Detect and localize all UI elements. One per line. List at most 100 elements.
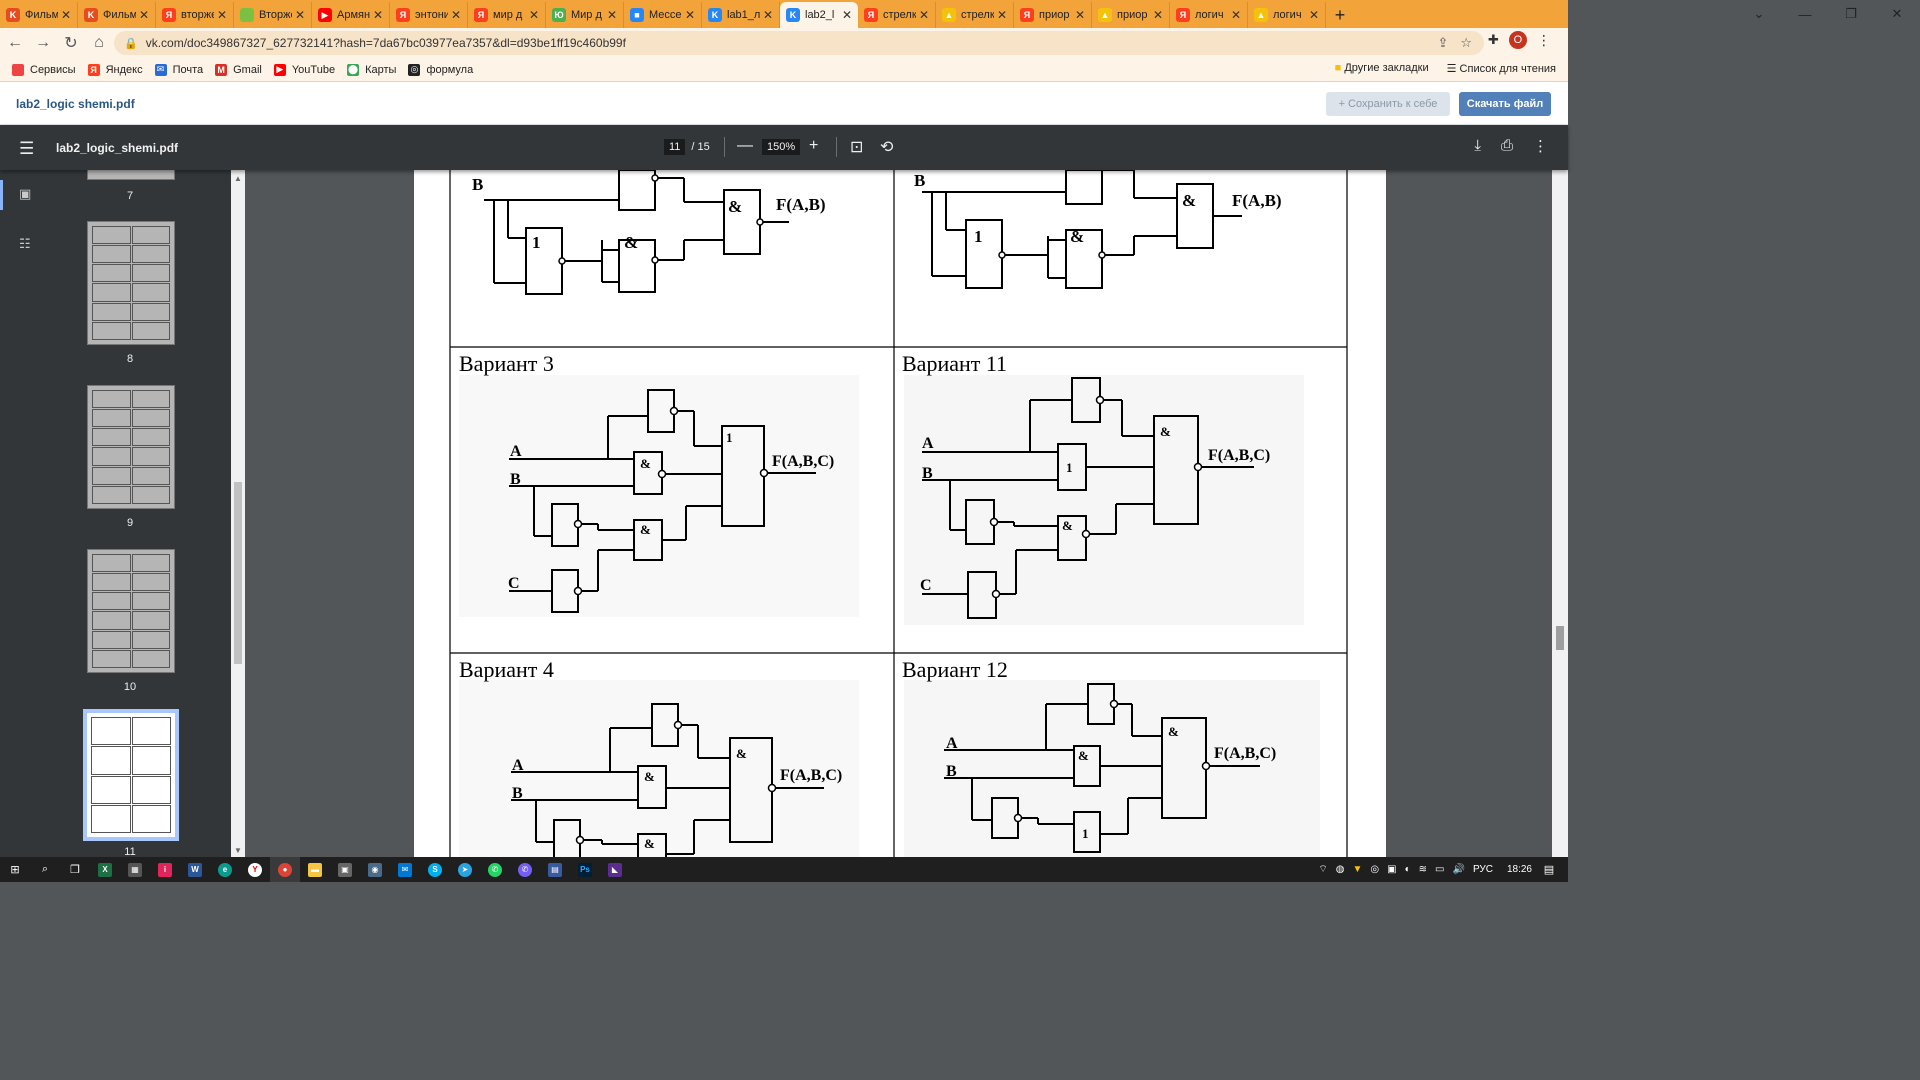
page-thumbnail-10[interactable] (87, 549, 175, 673)
tab-close-icon[interactable]: ✕ (294, 8, 305, 22)
tab-close-icon[interactable]: ✕ (996, 8, 1007, 22)
edge-icon[interactable]: e (210, 857, 240, 882)
excel-icon[interactable]: X (90, 857, 120, 882)
task-view-icon[interactable]: ❐ (70, 864, 80, 876)
share-icon[interactable]: ⇪ (1437, 35, 1449, 50)
search-icon[interactable]: ⌕ (41, 863, 49, 875)
browser-menu-icon[interactable]: ⋮ (1536, 31, 1551, 48)
tab-close-icon[interactable]: ✕ (138, 8, 149, 22)
maximize-button[interactable]: ❐ (1845, 6, 1857, 21)
browser-tab[interactable]: Явторжение✕ (156, 2, 234, 28)
download-icon[interactable]: ⤓ (1474, 137, 1481, 154)
scroll-up-arrow-icon[interactable]: ▲ (234, 174, 242, 183)
scroll-down-arrow-icon[interactable]: ▼ (234, 846, 242, 855)
tab-close-icon[interactable]: ✕ (1230, 8, 1241, 22)
app-icon[interactable]: ▤ (540, 857, 570, 882)
hamburger-menu-icon[interactable]: ☰ (19, 139, 35, 158)
back-button[interactable]: ← (7, 34, 23, 51)
outline-icon[interactable]: ☷ (19, 236, 31, 251)
browser-tab[interactable]: KФильмы✕ (0, 2, 78, 28)
store-icon[interactable]: ▣ (330, 857, 360, 882)
ivi-icon[interactable]: i (150, 857, 180, 882)
sidebar-scrollbar[interactable]: ▲ ▼ (231, 170, 245, 857)
bookmark-item[interactable]: ⬤Карты (347, 63, 396, 76)
minimize-button[interactable]: — (1798, 6, 1812, 22)
pdf-viewer[interactable]: B 1 & & F(A,B) (245, 170, 1552, 857)
viber-icon[interactable]: ✆ (510, 857, 540, 882)
bookmark-item[interactable]: ✉Почта (154, 63, 203, 76)
new-tab-button[interactable]: + (1334, 4, 1346, 25)
wifi-icon[interactable]: ≋ (1418, 864, 1428, 875)
globe-icon[interactable]: ◍ (1335, 864, 1345, 875)
extensions-puzzle-icon[interactable]: ✚ (1488, 32, 1499, 47)
page-thumbnail-8[interactable] (87, 221, 175, 345)
input-language[interactable]: РУС (1472, 864, 1493, 875)
tab-close-icon[interactable]: ✕ (1308, 8, 1319, 22)
page-number-input[interactable]: 11 (664, 139, 686, 155)
reading-list[interactable]: ☰ Список для чтения (1446, 63, 1556, 75)
download-file-button[interactable]: Скачать файл (1459, 92, 1551, 116)
browser-tab[interactable]: ■Мессенджер✕ (624, 2, 702, 28)
tray-app-icon[interactable]: ◎ (1370, 864, 1380, 875)
more-options-icon[interactable]: ⋮ (1533, 138, 1548, 155)
tab-close-icon[interactable]: ✕ (841, 8, 852, 22)
browser-tab[interactable]: Вторжение✕ (234, 2, 312, 28)
zoom-level-input[interactable]: 150% (762, 139, 801, 155)
tray-app-icon[interactable]: ▣ (1387, 864, 1397, 875)
notifications-icon[interactable]: ▤ (1543, 864, 1555, 876)
calculator-icon[interactable]: ▦ (120, 857, 150, 882)
network-icon[interactable]: ⌔ (1318, 864, 1328, 875)
browser-tab[interactable]: ▲логич✕ (1248, 2, 1326, 28)
telegram-icon[interactable]: ➤ (450, 857, 480, 882)
page-thumbnail-11-current[interactable] (83, 709, 179, 841)
tab-close-icon[interactable]: ✕ (918, 8, 929, 22)
tab-close-icon[interactable]: ✕ (60, 8, 71, 22)
forward-button[interactable]: → (35, 34, 51, 51)
start-windows-icon[interactable]: ⊞ (10, 864, 20, 876)
browser-tab[interactable]: KФильмы✕ (78, 2, 156, 28)
zoom-in-button[interactable]: + (809, 137, 819, 154)
address-bar[interactable]: 🔒 vk.com/doc349867327_627732141?hash=7da… (114, 31, 1484, 55)
thumbnails-icon[interactable]: ▣ (19, 186, 32, 201)
norton-icon[interactable]: ▼ (1352, 864, 1363, 875)
file-explorer-icon[interactable]: ▬ (300, 857, 330, 882)
bookmark-item[interactable]: ▶YouTube (273, 63, 335, 76)
battery-icon[interactable]: ▭ (1435, 864, 1445, 875)
page-thumbnail-9[interactable] (87, 385, 175, 509)
volume-icon[interactable]: 🔊 (1452, 864, 1465, 875)
profile-avatar[interactable]: O (1508, 31, 1527, 49)
browser-tab[interactable]: Ястрелка✕ (858, 2, 936, 28)
sidebar-scroll-thumb[interactable] (234, 482, 242, 664)
tab-search-icon[interactable]: ⌄ (1753, 6, 1765, 21)
chrome-icon[interactable]: ● (270, 857, 300, 882)
clock[interactable]: 18:26 (1506, 864, 1532, 875)
tab-close-icon[interactable]: ✕ (528, 8, 539, 22)
bookmark-star-icon[interactable]: ☆ (1460, 35, 1472, 50)
other-bookmarks[interactable]: ■ Другие закладки (1334, 62, 1429, 74)
tab-close-icon[interactable]: ✕ (372, 8, 383, 22)
bookmark-item[interactable]: Сервисы (12, 63, 76, 76)
zoom-out-button[interactable]: — (737, 137, 753, 154)
viewer-scroll-thumb[interactable] (1556, 626, 1564, 650)
tab-close-icon[interactable]: ✕ (1074, 8, 1085, 22)
print-icon[interactable]: ⎙ (1500, 137, 1513, 154)
mail-icon[interactable]: ✉ (390, 857, 420, 882)
visual-studio-icon[interactable]: ◣ (600, 857, 630, 882)
tab-close-icon[interactable]: ✕ (216, 8, 227, 22)
browser-tab[interactable]: ▲стрелка✕ (936, 2, 1014, 28)
viewer-scrollbar[interactable] (1552, 170, 1568, 857)
word-icon[interactable]: W (180, 857, 210, 882)
tab-close-icon[interactable]: ✕ (684, 8, 695, 22)
tab-close-icon[interactable]: ✕ (450, 8, 461, 22)
fit-page-icon[interactable]: ⊡ (850, 139, 864, 156)
tab-close-icon[interactable]: ✕ (1152, 8, 1163, 22)
